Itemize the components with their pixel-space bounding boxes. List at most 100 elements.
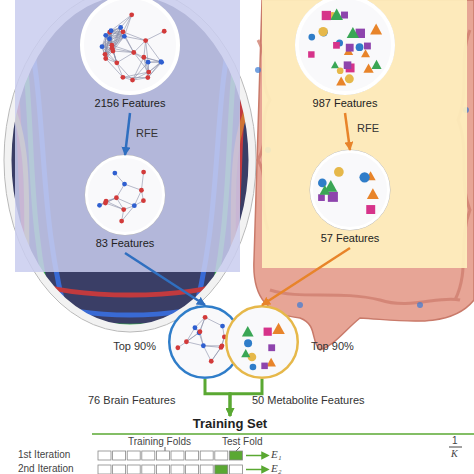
- network-node: [118, 25, 123, 30]
- feature-circle: 83 Features: [85, 155, 165, 253]
- network-node: [146, 70, 151, 75]
- network-node: [132, 203, 137, 208]
- fold-cell: [127, 451, 140, 460]
- network-link: [122, 206, 135, 221]
- metabolite-circle: [356, 43, 364, 51]
- metabolite-circle: [334, 167, 344, 177]
- network-node: [209, 359, 214, 364]
- metabolite-triangle: [330, 9, 343, 20]
- metabolite-triangle: [272, 323, 285, 334]
- scheme-label: K: [451, 448, 458, 459]
- intestine-fold: [270, 290, 460, 304]
- network-node: [131, 50, 136, 55]
- network-node: [203, 315, 208, 320]
- scheme-label: E₁: [271, 448, 282, 460]
- metabolite-triangle: [363, 63, 373, 72]
- microbe-dot: [255, 67, 261, 73]
- network-node: [220, 343, 225, 348]
- metabolite-triangle: [242, 326, 254, 337]
- network-link: [146, 41, 148, 63]
- network-node: [175, 345, 180, 350]
- network-link: [117, 52, 134, 62]
- network-link: [148, 62, 162, 77]
- metabolite-circle: [359, 172, 369, 182]
- network-node: [129, 12, 134, 17]
- network-link: [112, 48, 134, 52]
- metabolite-circle: [244, 339, 252, 347]
- scheme-label: Training Folds: [128, 436, 191, 447]
- metabolite-triangle: [347, 27, 359, 38]
- gut-shape: [254, 0, 474, 350]
- metabolite-square: [333, 42, 340, 49]
- metabolite-square: [344, 61, 352, 69]
- metabolite-triangle: [371, 60, 381, 69]
- edge-label: RFE: [136, 127, 158, 139]
- network-link: [186, 342, 203, 346]
- network-link: [134, 190, 141, 205]
- brain-illustration: [2, 0, 258, 332]
- metabolite-square: [268, 344, 275, 351]
- network-node: [141, 55, 146, 60]
- edge-label: 76 Brain Features: [88, 394, 175, 406]
- fold-cell: [215, 451, 228, 460]
- brain-panel: [15, 0, 240, 272]
- scheme-label: 1: [452, 435, 458, 446]
- feature-count: Top 90%: [113, 340, 156, 352]
- fold-cell: [200, 465, 213, 474]
- fold-cell: [98, 465, 111, 474]
- metabolite-circle: [337, 67, 344, 74]
- network-node: [201, 343, 206, 348]
- brain-shape: [8, 0, 252, 328]
- network-node: [141, 198, 146, 203]
- circle-outline: [225, 305, 299, 379]
- flow-arrow: [262, 248, 350, 305]
- network-link: [121, 15, 132, 28]
- test-fold-cell: [229, 451, 242, 460]
- network-node: [122, 34, 127, 39]
- metabolite-square: [341, 12, 348, 19]
- network-node: [104, 199, 109, 204]
- network-node: [130, 78, 135, 83]
- leader-line: [236, 447, 240, 451]
- fold-cell: [171, 465, 184, 474]
- network-link: [111, 15, 132, 31]
- fold-cell: [171, 451, 184, 460]
- cross-validation-scheme: [92, 434, 474, 474]
- circle-shadow: [81, 0, 180, 95]
- metabolite-square: [261, 363, 268, 370]
- feature-count: Top 90%: [311, 340, 354, 352]
- network-link: [149, 62, 162, 72]
- metabolite-circle: [250, 364, 257, 371]
- metabolite-square: [264, 328, 272, 336]
- fold-cell: [229, 465, 242, 474]
- feature-count: 57 Features: [290, 232, 410, 244]
- network-node: [121, 207, 126, 212]
- header-rule: [92, 433, 474, 435]
- brain-outline: [8, 0, 252, 328]
- metabolite-circle: [345, 74, 354, 83]
- network-node: [114, 195, 119, 200]
- brain-outline: [4, 0, 256, 332]
- circle-shadow: [296, 0, 395, 95]
- network-node: [112, 171, 117, 176]
- network-link: [186, 328, 195, 342]
- header-text: Training Set: [160, 416, 300, 431]
- network-node: [97, 203, 102, 208]
- feature-count: 987 Features: [275, 97, 415, 109]
- network-link: [105, 203, 123, 210]
- metabolite-circle: [308, 34, 315, 41]
- fold-cell: [186, 451, 199, 460]
- circle-body: [312, 152, 389, 229]
- network-link: [117, 63, 133, 80]
- feature-circle: Top 90%: [225, 305, 299, 379]
- network-link: [134, 52, 148, 62]
- network-node: [103, 33, 108, 38]
- metabolite-square: [322, 11, 331, 20]
- network-link: [146, 41, 161, 62]
- circle-outline: [85, 155, 165, 235]
- network-link: [203, 346, 221, 348]
- network-node: [103, 52, 108, 57]
- gut-illustration: [254, 0, 474, 350]
